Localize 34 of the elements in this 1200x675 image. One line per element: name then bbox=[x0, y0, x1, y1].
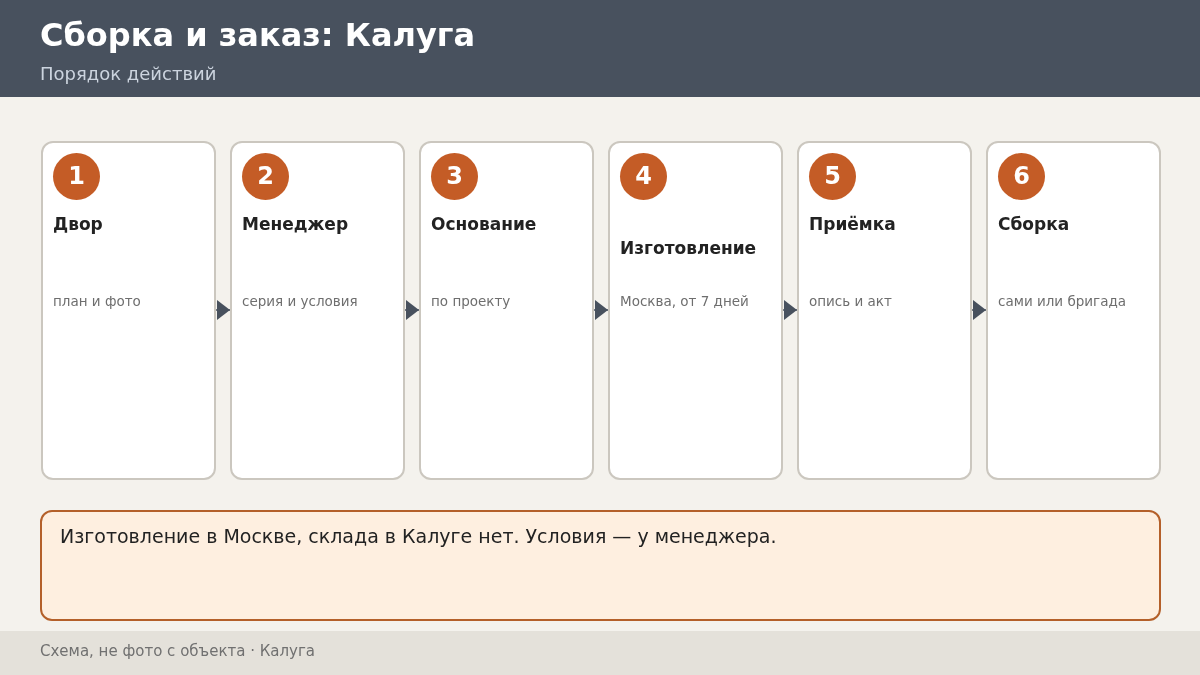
step-title: Основание bbox=[431, 213, 537, 235]
step-card bbox=[986, 141, 1161, 480]
step-card bbox=[419, 141, 594, 480]
step-title: Двор bbox=[53, 213, 103, 235]
note-text: Изготовление в Москве, склада в Калуге нет. Условия — у менеджера. bbox=[60, 524, 777, 548]
step-description: сами или бригада bbox=[998, 292, 1127, 310]
step-description: опись и акт bbox=[809, 292, 892, 310]
step-description: план и фото bbox=[53, 292, 141, 310]
arrow bbox=[593, 300, 609, 320]
step-card bbox=[230, 141, 405, 480]
step-description: Москва, от 7 дней bbox=[620, 292, 749, 310]
step-title: Приёмка bbox=[809, 213, 896, 235]
step-number-badge: 4 bbox=[620, 153, 667, 200]
arrow bbox=[971, 300, 987, 320]
step-number-badge: 5 bbox=[809, 153, 856, 200]
step-number-badge: 3 bbox=[431, 153, 478, 200]
arrow bbox=[404, 300, 420, 320]
step-number-badge: 6 bbox=[998, 153, 1045, 200]
diagram-title: Сборка и заказ: Калуга bbox=[40, 15, 476, 55]
subtitle: Порядок действий bbox=[40, 63, 217, 85]
arrow bbox=[215, 300, 231, 320]
arrow bbox=[782, 300, 798, 320]
step-title: Изготовление bbox=[620, 237, 757, 259]
step-card bbox=[608, 141, 783, 480]
step-number-badge: 1 bbox=[53, 153, 100, 200]
step-description: по проекту bbox=[431, 292, 511, 310]
step-description: серия и условия bbox=[242, 292, 358, 310]
step-card bbox=[797, 141, 972, 480]
step-title: Менеджер bbox=[242, 213, 349, 235]
note-box bbox=[40, 510, 1161, 621]
step-title: Сборка bbox=[998, 213, 1070, 235]
footer-note: Схема, не фото с объекта · Калуга bbox=[40, 641, 316, 661]
step-card bbox=[41, 141, 216, 480]
step-number-badge: 2 bbox=[242, 153, 289, 200]
